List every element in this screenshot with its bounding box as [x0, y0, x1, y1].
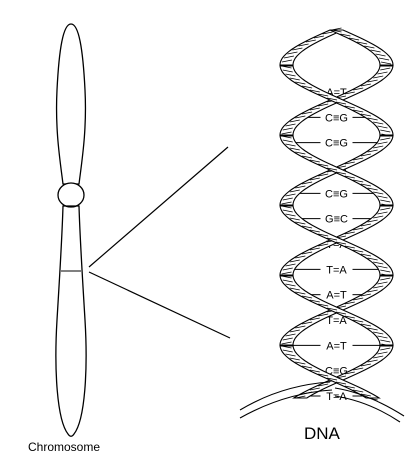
dna-caption: DNA — [304, 424, 340, 443]
base-pair-label: A=T — [326, 340, 347, 352]
chromosome-lower-arm — [55, 205, 87, 437]
centromere — [57, 182, 85, 208]
dna-strand-tails — [239, 381, 405, 423]
base-pair: A=T — [286, 340, 387, 352]
base-pair-label: C≡G — [325, 112, 348, 124]
base-pair-label: A=T — [326, 290, 347, 302]
base-pair-label: T=A — [326, 391, 347, 403]
base-pair-group: A=TC≡GC≡GT=AC≡GG≡CT=AT=AA=TT=AA=TC≡GT=A — [286, 87, 387, 403]
base-pair-label: T=A — [326, 315, 347, 327]
base-pair: C≡G — [289, 138, 384, 150]
chromosome-caption: Chromosome — [28, 440, 101, 454]
dna-strand-a-front — [279, 29, 394, 347]
dna-strand-b-front — [279, 65, 394, 401]
zoom-lines — [88, 146, 231, 339]
chromosome-upper-arm — [55, 23, 87, 185]
base-pair-label: G≡C — [325, 214, 348, 226]
base-pair: T=A — [288, 264, 385, 276]
base-pair-label: T=A — [326, 264, 347, 276]
dna-double-helix: A=TC≡GC≡GT=AC≡GG≡CT=AT=AA=TT=AA=TC≡GT=A — [239, 27, 405, 423]
zoom-line-upper — [88, 146, 229, 268]
chromosome — [55, 23, 87, 437]
base-pair-label: C≡G — [325, 138, 348, 150]
zoom-line-lower — [88, 271, 231, 339]
base-pair-label: C≡G — [325, 188, 348, 200]
base-pair: C≡G — [293, 188, 380, 200]
